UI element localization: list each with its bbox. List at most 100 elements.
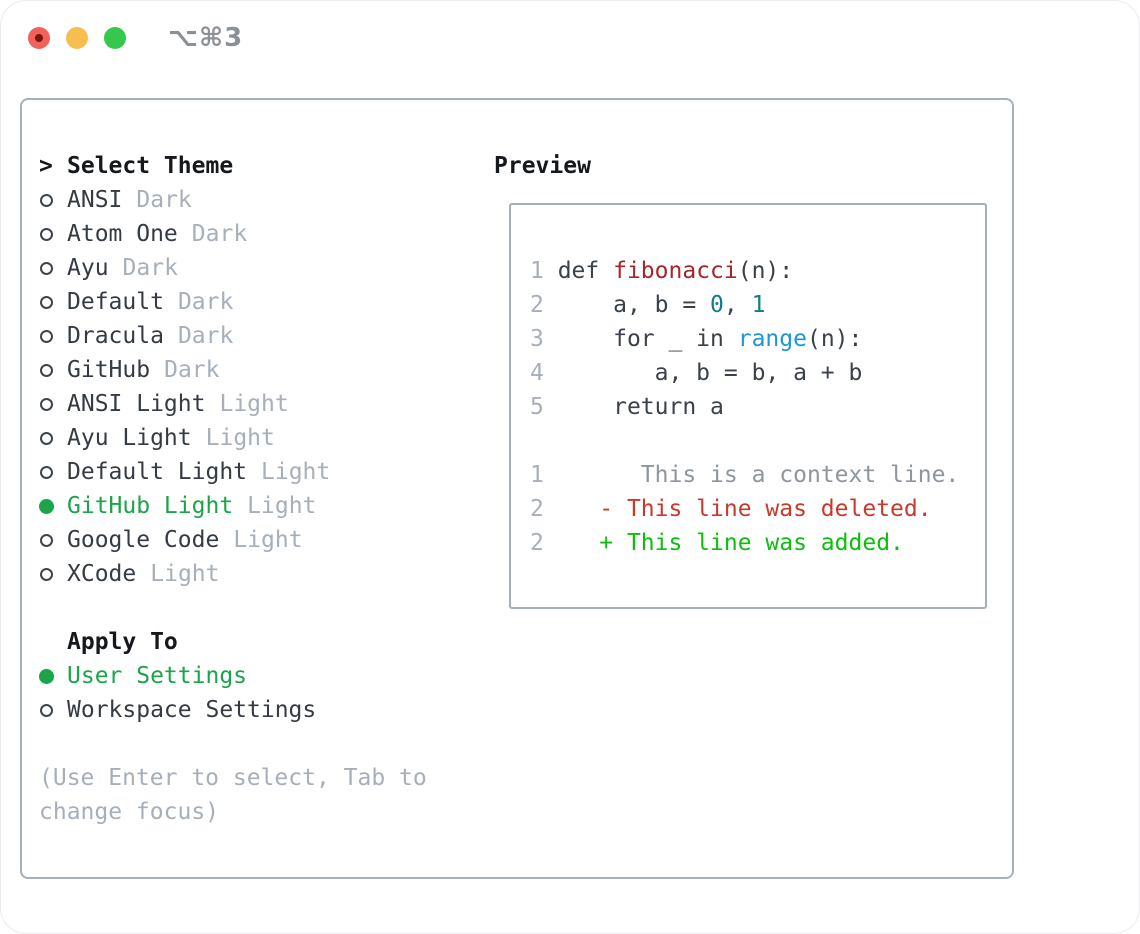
radio-icon [40,227,53,241]
theme-option-ayu-light[interactable]: Ayu Light Light [39,421,427,455]
preview-line [530,424,959,458]
close-button-icon[interactable] [28,27,50,49]
minimize-button-icon[interactable] [66,27,88,49]
theme-option-xcode[interactable]: XCode Light [39,557,427,591]
theme-name: Ayu [67,255,109,281]
variant-tag: Light [247,493,317,519]
theme-name: GitHub Light [67,493,234,519]
apply-option-workspace-settings[interactable]: Workspace Settings [39,693,427,727]
preview-line: 1 def fibonacci(n): [530,254,959,288]
preview-line: 1 This is a context line. [530,458,959,492]
radio-icon [40,363,53,377]
line-number: 2 [530,496,544,522]
theme-option-atom-one[interactable]: Atom One Dark [39,217,427,251]
theme-name: Google Code [67,527,220,553]
theme-name: GitHub [67,357,151,383]
variant-tag: Light [219,391,289,417]
select-theme-header: > Select Theme [39,149,427,183]
code-segment-code: (n): [806,326,863,352]
theme-option-github[interactable]: GitHub Dark [39,353,427,387]
theme-option-default-light[interactable]: Default Light Light [39,455,427,489]
code-segment-code: def [543,258,614,284]
variant-tag: Light [150,561,220,587]
line-number: 3 [530,326,544,352]
code-segment-add: + This line was added. [543,530,904,556]
line-number: 2 [530,292,544,318]
apply-option-user-settings[interactable]: User Settings [39,659,427,693]
code-segment-fn: fibonacci [613,258,738,284]
theme-option-default[interactable]: Default Dark [39,285,427,319]
theme-name: Dracula [67,323,164,349]
variant-tag: Dark [191,221,248,247]
variant-tag: Light [261,459,331,485]
apply-option-label: User Settings [67,663,248,689]
code-segment-code: for _ in [543,326,738,352]
radio-icon [40,567,53,581]
preview-line: 3 for _ in range(n): [530,322,959,356]
apply-option-label: Workspace Settings [67,697,317,723]
line-number: 5 [530,394,544,420]
line-number: 1 [530,462,544,488]
preview-line: 2 + This line was added. [530,526,959,560]
zoom-button-icon[interactable] [104,27,126,49]
theme-option-ayu[interactable]: Ayu Dark [39,251,427,285]
preview-line: 2 - This line was deleted. [530,492,959,526]
theme-name: Atom One [67,221,178,247]
help-text-line-1: (Use Enter to select, Tab to [39,765,427,791]
theme-option-ansi-light[interactable]: ANSI Light Light [39,387,427,421]
theme-option-github-light[interactable]: GitHub Light Light [39,489,427,523]
radio-icon [40,295,53,309]
variant-tag: Dark [122,255,178,281]
radio-selected-icon [39,668,54,684]
theme-name: Default [67,289,164,315]
radio-icon [40,329,53,343]
theme-name: Ayu Light [67,425,192,451]
code-segment-code: a, b = b, a + b [543,360,863,386]
traffic-lights [28,27,126,49]
theme-option-dracula[interactable]: Dracula Dark [39,319,427,353]
line-number: 2 [530,530,544,556]
code-segment-code: , [723,292,752,318]
variant-tag: Dark [177,289,234,315]
theme-option-google-code[interactable]: Google Code Light [39,523,427,557]
cursor-marker: > [39,153,53,179]
radio-icon [40,465,53,479]
titlebar: ⌥⌘3 [1,1,1139,75]
code-segment-code: a, b = [543,292,711,318]
code-segment-ctx: This is a context line. [543,462,960,488]
code-segment-builtin: range [737,326,807,352]
preview-line: 2 a, b = 0, 1 [530,288,959,322]
apply-to-header: Apply To [39,625,427,659]
radio-icon [40,397,53,411]
preview-line: 5 return a [530,390,959,424]
spacer [39,727,427,761]
variant-tag: Light [233,527,303,553]
variant-tag: Light [205,425,275,451]
radio-icon [40,703,53,717]
window-title-shortcut: ⌥⌘3 [168,23,244,53]
code-segment-del: - This line was deleted. [543,496,932,522]
apply-to-label: Apply To [67,629,178,655]
help-text-line-2: change focus) [39,799,220,825]
variant-tag: Dark [136,187,192,213]
radio-icon [40,261,53,275]
theme-name: XCode [67,561,137,587]
radio-selected-icon [39,498,54,514]
radio-icon [40,431,53,445]
theme-name: ANSI Light [67,391,206,417]
select-theme-label: Select Theme [67,153,234,179]
variant-tag: Dark [164,357,220,383]
code-segment-num: 1 [751,292,766,318]
preview-heading: Preview [494,153,591,179]
code-segment-code: (n): [737,258,794,284]
variant-tag: Dark [177,323,234,349]
radio-icon [40,193,53,207]
theme-name: Default Light [67,459,248,485]
line-number: 1 [530,258,544,284]
code-segment-code: return a [543,394,724,420]
